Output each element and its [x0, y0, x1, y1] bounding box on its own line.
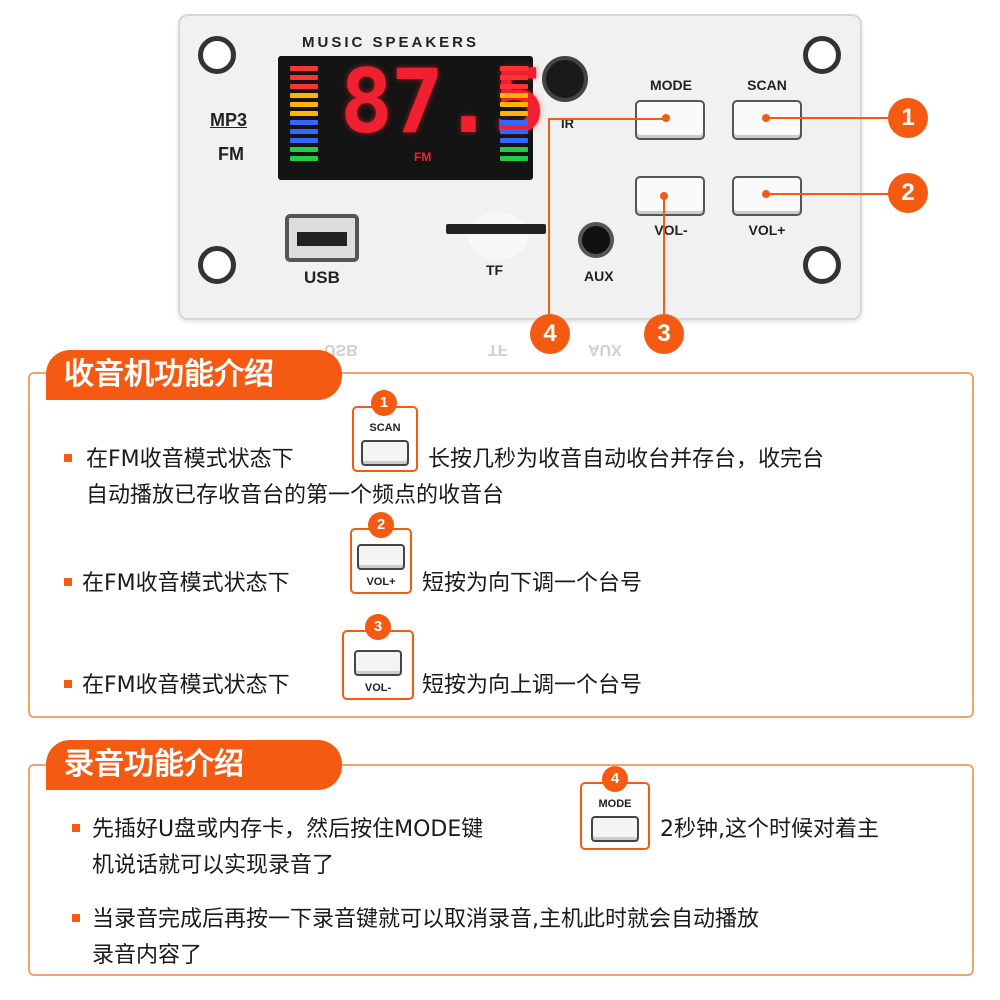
- mount-hole-top-right: [803, 36, 841, 74]
- vol-minus-button[interactable]: [635, 176, 705, 216]
- fm-label: FM: [218, 144, 244, 164]
- mount-hole-top-left: [198, 36, 236, 74]
- vol-minus-key-illustration: VOL-: [342, 630, 414, 700]
- vol-minus-key-label: VOL-: [654, 222, 688, 238]
- mp3-label: MP3: [210, 110, 248, 130]
- mode-mini-key: [591, 816, 639, 842]
- usb-port: [285, 214, 359, 262]
- callout-3-line: [663, 196, 665, 314]
- ir-sensor: [542, 56, 588, 102]
- radio-item-1-line2: 自动播放已存收音台的第一个频点的收音台: [86, 483, 505, 508]
- callout-4-dot: [662, 114, 670, 122]
- reflection-tf: TF: [488, 341, 508, 358]
- level-bars-left: [290, 66, 318, 165]
- aux-jack: [578, 222, 614, 258]
- mode-key-label: MODE: [650, 77, 692, 93]
- vol-minus-mini-key: [354, 650, 402, 676]
- radio-panel-title: 收音机功能介绍: [46, 350, 342, 400]
- radio-item-1-post: 长按几秒为收音自动收台并存台，收完台: [428, 447, 825, 472]
- vol-minus-mini-label: VOL-: [364, 682, 392, 694]
- callout-4-line-h: [548, 118, 666, 120]
- record-panel-title: 录音功能介绍: [46, 740, 342, 790]
- mode-mini-label: MODE: [598, 798, 632, 810]
- mount-hole-bottom-right: [803, 246, 841, 284]
- tf-label: TF: [486, 262, 504, 278]
- bullet: [64, 454, 72, 462]
- vol-plus-mini-key: [357, 544, 405, 570]
- record-item-1-post: 2秒钟,这个时候对着主: [660, 817, 879, 842]
- callout-2-line: [766, 193, 890, 195]
- display-fm-indicator: FM: [414, 150, 432, 164]
- callout-3: 3: [644, 314, 684, 354]
- mount-hole-bottom-left: [198, 246, 236, 284]
- board-title: MUSIC SPEAKERS: [302, 34, 480, 51]
- scan-key-label: SCAN: [747, 77, 787, 93]
- mode-button[interactable]: [635, 100, 705, 140]
- scan-button[interactable]: [732, 100, 802, 140]
- scan-key-illustration: SCAN: [352, 406, 418, 472]
- level-bars-right: [500, 66, 528, 165]
- bullet: [72, 914, 80, 922]
- radio-item-2-pre: 在FM收音模式状态下: [82, 571, 290, 596]
- mini-callout-3: 3: [365, 614, 391, 640]
- tf-card-slot: [446, 224, 546, 234]
- record-item-1-pre: 先插好U盘或内存卡，然后按住MODE键: [92, 817, 484, 842]
- radio-item-1-pre: 在FM收音模式状态下: [86, 447, 294, 472]
- mode-key-illustration: MODE: [580, 782, 650, 850]
- callout-1: 1: [888, 98, 928, 138]
- record-item-1-line2: 机说话就可以实现录音了: [92, 853, 335, 878]
- reflection-aux: AUX: [588, 341, 622, 358]
- vol-plus-mini-label: VOL+: [366, 576, 396, 588]
- record-item-2-line2: 录音内容了: [92, 943, 203, 968]
- bullet: [72, 824, 80, 832]
- callout-1-line: [766, 117, 890, 119]
- led-display: 87.5 FM: [278, 50, 546, 180]
- vol-plus-key-label: VOL+: [748, 222, 786, 238]
- record-item-2-line1: 当录音完成后再按一下录音键就可以取消录音,主机此时就会自动播放: [92, 907, 759, 932]
- mini-callout-2: 2: [368, 512, 394, 538]
- callout-4: 4: [530, 314, 570, 354]
- callout-2: 2: [888, 173, 928, 213]
- scan-mini-label: SCAN: [369, 422, 401, 434]
- tf-card-recess: [468, 212, 528, 260]
- callout-4-line-v: [548, 118, 550, 314]
- radio-panel: [28, 372, 974, 718]
- usb-label: USB: [304, 268, 340, 287]
- mini-callout-4: 4: [602, 766, 628, 792]
- record-panel: [28, 764, 974, 976]
- mini-callout-1: 1: [371, 390, 397, 416]
- scan-mini-key: [361, 440, 409, 466]
- bullet: [64, 680, 72, 688]
- radio-item-3-pre: 在FM收音模式状态下: [82, 673, 290, 698]
- radio-item-3-post: 短按为向上调一个台号: [422, 673, 643, 698]
- vol-plus-key-illustration: VOL+: [350, 528, 412, 594]
- bullet: [64, 578, 72, 586]
- aux-label: AUX: [584, 268, 614, 284]
- radio-item-2-post: 短按为向下调一个台号: [422, 571, 643, 596]
